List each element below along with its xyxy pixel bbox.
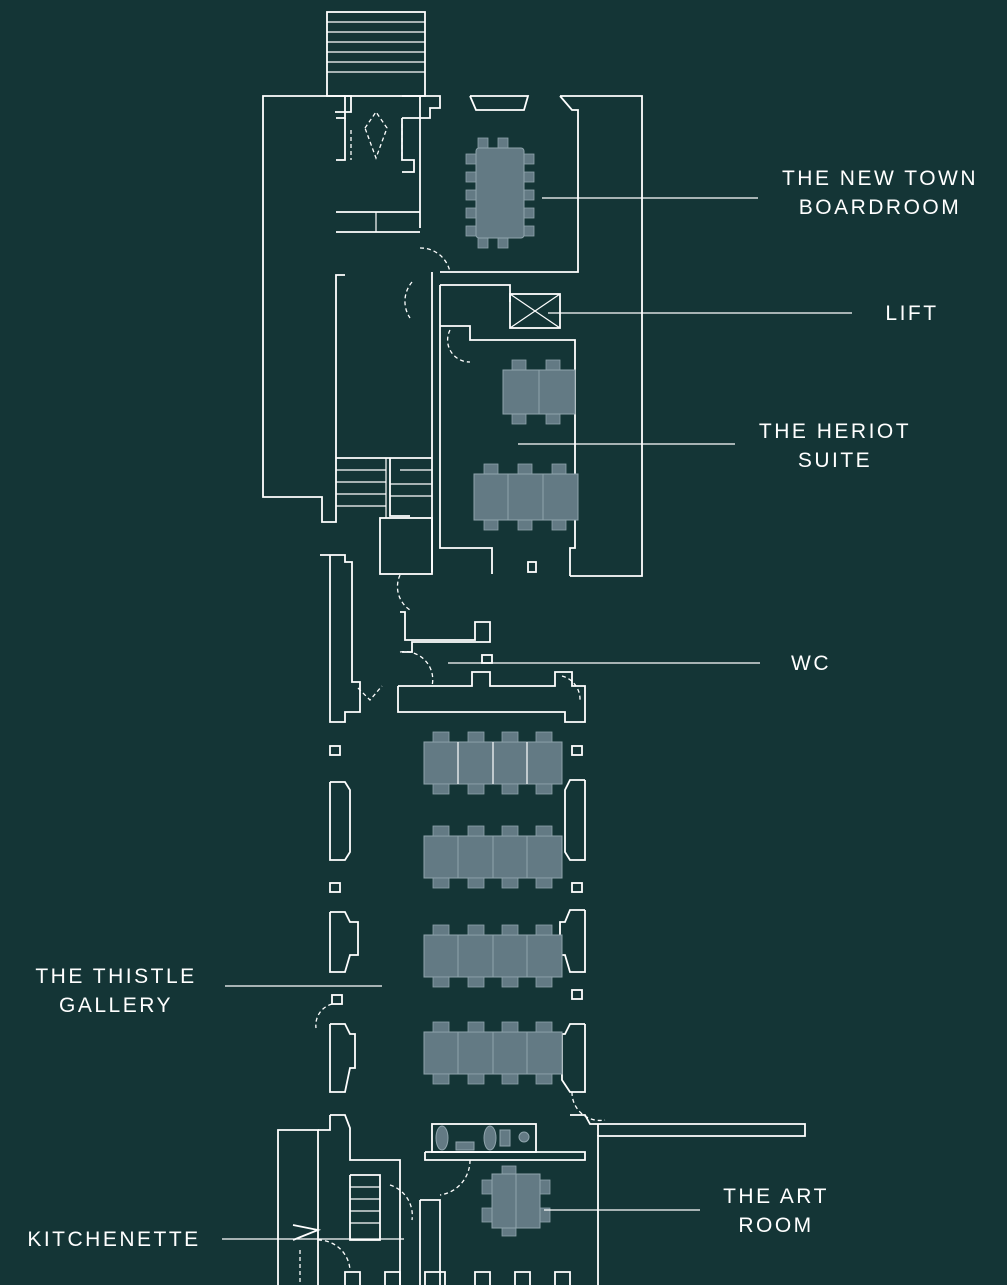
label-heriot-suite: THE HERIOT SUITE [745,417,925,475]
label-kitchenette-line1: KITCHENETTE [27,1228,201,1251]
label-art-room: THE ART ROOM [706,1182,846,1240]
label-thistle-gallery: THE THISTLE GALLERY [18,962,214,1020]
label-heriot-line2: SUITE [797,449,873,472]
label-thistle-line1: THE THISTLE [35,965,197,988]
gallery-tables [423,731,563,1085]
label-heriot-line1: THE HERIOT [758,420,912,443]
heriot-tables [473,359,579,531]
lower-block-walls [277,1114,806,1285]
boardroom-table [465,137,535,249]
top-staircase [326,11,426,97]
wc-block [320,554,586,723]
label-wc-line1: WC [791,652,831,675]
label-art-line1: THE ART [723,1185,829,1208]
upper-doors [350,110,471,611]
label-wc: WC [776,649,846,678]
upper-block-walls [262,95,643,577]
label-thistle-line2: GALLERY [59,994,173,1017]
label-lift-line1: LIFT [885,302,939,325]
label-lift: LIFT [872,299,952,328]
label-new-town-line2: BOARDROOM [798,196,962,219]
label-kitchenette: KITCHENETTE [14,1225,214,1254]
label-new-town-boardroom: THE NEW TOWN BOARDROOM [768,164,992,222]
label-new-town-line1: THE NEW TOWN [781,167,979,190]
leader-lines [222,197,852,1240]
art-room-furniture [435,1125,551,1237]
label-art-line2: ROOM [738,1214,814,1237]
